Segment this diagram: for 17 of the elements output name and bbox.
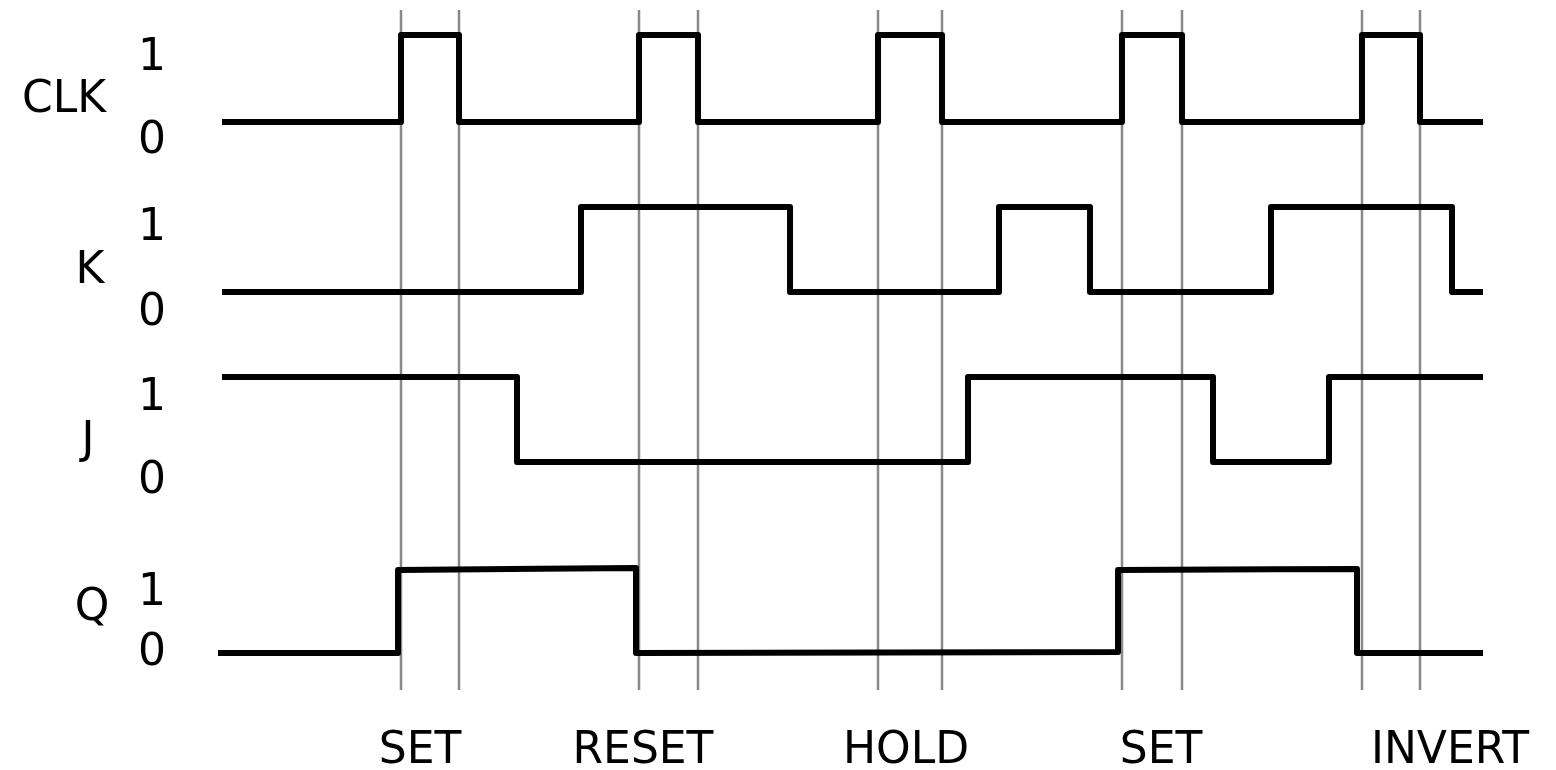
logic-level: 1 [138, 33, 166, 77]
signal-label: K [75, 246, 105, 290]
state-label: SET [1119, 726, 1203, 770]
logic-level: 1 [138, 568, 166, 612]
logic-level: 0 [138, 116, 166, 160]
signal-label: CLK [21, 75, 107, 119]
state-label: HOLD [842, 726, 970, 770]
state-label: SET [378, 726, 462, 770]
logic-level: 0 [138, 628, 166, 672]
signal-label: J [81, 416, 95, 460]
logic-level: 1 [138, 203, 166, 247]
signal-label: Q [74, 583, 110, 627]
state-label: RESET [572, 726, 714, 770]
logic-level: 0 [138, 456, 166, 500]
logic-level: 1 [138, 373, 166, 417]
state-label: INVERT [1371, 726, 1529, 770]
logic-level: 0 [138, 288, 166, 332]
